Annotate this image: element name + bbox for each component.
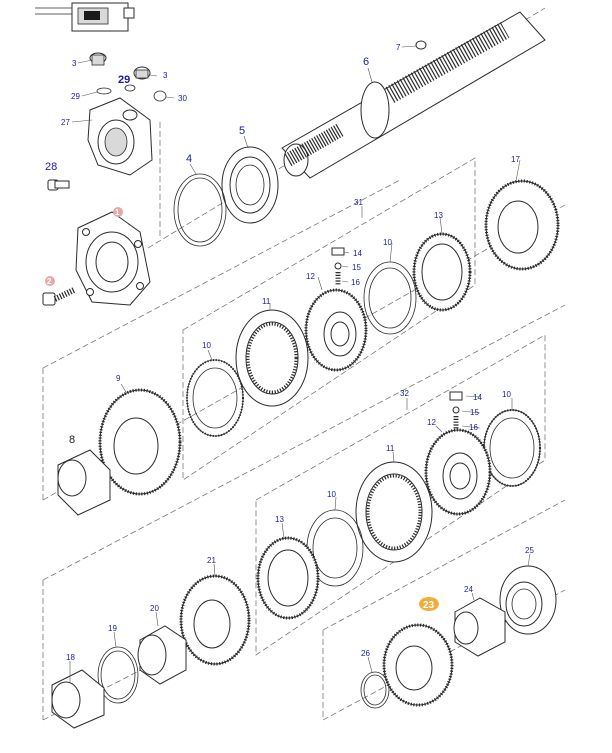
- synchro-hub-12-upper[interactable]: [304, 288, 368, 372]
- badge-part-2: [45, 276, 55, 286]
- sensor-thumbnail-assembly[interactable]: [35, 2, 135, 32]
- blocker-ring-10-upper[interactable]: [363, 261, 417, 335]
- snap-ring-19[interactable]: [97, 646, 139, 704]
- key-14-upper[interactable]: [331, 247, 345, 256]
- label-part-25[interactable]: 25: [525, 546, 534, 555]
- label-part-21[interactable]: 21: [207, 556, 216, 565]
- label-part-10-upper[interactable]: 10: [383, 238, 392, 247]
- synchro-hub-12-lower[interactable]: [424, 428, 492, 516]
- label-part-12-upper[interactable]: 12: [306, 272, 315, 281]
- label-part-30[interactable]: 30: [178, 94, 187, 103]
- label-part-3-upper[interactable]: 3: [72, 59, 77, 68]
- label-part-15-upper[interactable]: 15: [352, 263, 361, 272]
- ring-20[interactable]: [137, 625, 187, 685]
- gear-17[interactable]: [484, 179, 560, 271]
- label-part-31[interactable]: 31: [354, 198, 363, 207]
- fitting-3-upper[interactable]: [89, 52, 107, 66]
- label-part-18[interactable]: 18: [66, 653, 75, 662]
- synchro-ring-13-upper[interactable]: [412, 232, 472, 312]
- label-part-32[interactable]: 32: [400, 389, 409, 398]
- label-part-11-upper[interactable]: 11: [262, 297, 271, 306]
- o-ring-29-main[interactable]: [124, 84, 136, 92]
- main-shaft-6[interactable]: [281, 11, 546, 179]
- gear-23[interactable]: [382, 623, 454, 707]
- label-part-7[interactable]: 7: [396, 43, 401, 52]
- o-ring-30[interactable]: [153, 90, 167, 102]
- label-part-29-main[interactable]: 29: [118, 74, 130, 86]
- key-14-lower[interactable]: [449, 391, 463, 401]
- label-part-14-upper[interactable]: 14: [353, 249, 362, 258]
- snap-ring-26[interactable]: [360, 671, 390, 709]
- label-part-1[interactable]: 1: [115, 208, 120, 217]
- label-part-13-lower[interactable]: 13: [275, 515, 284, 524]
- snap-ring-4[interactable]: [173, 173, 227, 247]
- badge-part-23[interactable]: [419, 597, 439, 611]
- label-part-16-upper[interactable]: 16: [351, 278, 360, 287]
- plug-7[interactable]: [415, 40, 427, 50]
- bearing-25[interactable]: [499, 565, 557, 635]
- label-part-24[interactable]: 24: [464, 585, 473, 594]
- label-part-17[interactable]: 17: [511, 155, 520, 164]
- label-part-4[interactable]: 4: [186, 153, 192, 165]
- label-part-5[interactable]: 5: [239, 125, 245, 137]
- label-part-9[interactable]: 9: [116, 374, 121, 383]
- label-part-8[interactable]: 8: [69, 434, 75, 446]
- gear-9[interactable]: [98, 388, 182, 496]
- leader-lines: [69, 45, 531, 682]
- sleeve-24[interactable]: [453, 597, 506, 657]
- bolt-2[interactable]: [42, 287, 76, 306]
- label-part-29-small[interactable]: 29: [71, 92, 80, 101]
- gear-21[interactable]: [179, 574, 251, 666]
- blocker-ring-10-left[interactable]: [186, 359, 244, 437]
- fitting-3-right[interactable]: [133, 66, 151, 80]
- label-part-14-lower[interactable]: 14: [473, 393, 482, 402]
- label-part-16-lower[interactable]: 16: [469, 423, 478, 432]
- blocker-ring-10-right[interactable]: [483, 409, 541, 487]
- label-part-26[interactable]: 26: [361, 649, 370, 658]
- label-part-15-lower[interactable]: 15: [470, 408, 479, 417]
- bolt-28[interactable]: [47, 179, 70, 191]
- bearing-housing-27[interactable]: [87, 97, 153, 176]
- ball-15-upper[interactable]: [334, 262, 342, 270]
- label-part-10-left[interactable]: 10: [202, 341, 211, 350]
- label-part-19[interactable]: 19: [108, 624, 117, 633]
- o-ring-29-small[interactable]: [96, 87, 112, 95]
- bearing-5[interactable]: [221, 146, 279, 224]
- sliding-sleeve-11-lower[interactable]: [355, 461, 433, 563]
- label-part-3-right[interactable]: 3: [163, 71, 168, 80]
- sliding-sleeve-11-upper[interactable]: [235, 309, 309, 407]
- cover-plate-1[interactable]: [75, 211, 151, 306]
- label-part-27[interactable]: 27: [61, 118, 70, 127]
- label-part-20[interactable]: 20: [150, 604, 159, 613]
- label-part-28[interactable]: 28: [45, 161, 57, 173]
- label-part-6[interactable]: 6: [363, 56, 369, 68]
- label-part-11-lower[interactable]: 11: [386, 444, 395, 453]
- label-part-12-lower[interactable]: 12: [427, 418, 436, 427]
- label-part-13-upper[interactable]: 13: [434, 211, 443, 220]
- badge-part-1: [113, 207, 123, 217]
- label-part-10-lower[interactable]: 10: [327, 490, 336, 499]
- bushing-18[interactable]: [51, 669, 105, 729]
- label-part-2[interactable]: 2: [47, 277, 52, 286]
- bushing-8[interactable]: [57, 449, 111, 516]
- label-part-10-right[interactable]: 10: [502, 390, 511, 399]
- ball-15-lower[interactable]: [452, 406, 460, 414]
- part-labels: 3 29 3 29 30 27 28 7 6 5 4 1 2 17 31 13 …: [45, 43, 534, 662]
- synchro-ring-13-lower[interactable]: [256, 536, 320, 620]
- label-part-23[interactable]: 23: [423, 600, 435, 611]
